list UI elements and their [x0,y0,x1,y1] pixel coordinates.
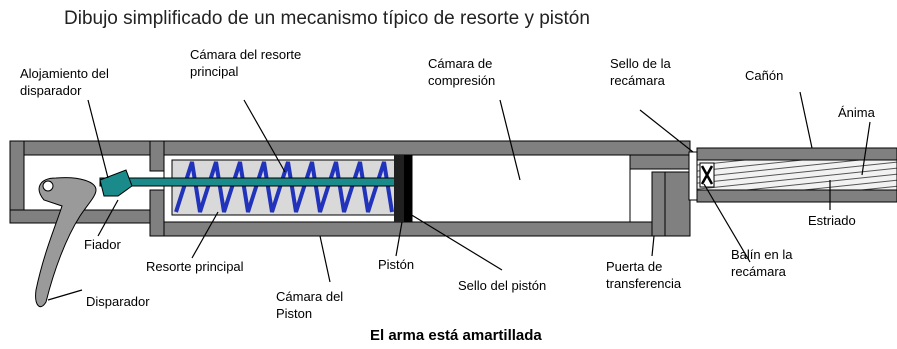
label-pellet-in-chamber: Balín en la recámara [731,247,793,279]
label-piston-seal: Sello del pistón [458,278,547,293]
status-caption: El arma está amartillada [370,327,542,344]
piston-head [394,155,404,222]
barrel [696,147,897,203]
label-mainspring-chamber: Cámara del resorte principal [190,47,302,79]
label-breech-seal: Sello de la recámara [610,56,671,88]
trigger [35,177,97,308]
pellet [699,162,715,188]
label-sear: Fiador [84,237,121,252]
receiver-housing [9,140,691,237]
piston-seal [404,155,412,222]
sear-rod [99,177,401,187]
compression-chamber [411,154,631,223]
label-barrel: Cañón [745,68,784,83]
label-trigger-housing: Alojamiento del disparador [20,66,109,98]
label-mainspring: Resorte principal [146,259,244,274]
label-piston: Pistón [378,257,415,272]
sear [99,169,133,197]
label-transfer-port: Puerta de transferencia [606,259,682,291]
diagram-title: Dibujo simplificado de un mecanismo típi… [64,8,590,29]
breech-seal [688,151,698,201]
label-bore: Ánima [838,105,875,120]
main-spring [174,161,394,213]
label-rifling: Estriado [808,213,856,228]
label-compression-chamber: Cámara de compresión [428,56,496,88]
label-trigger: Disparador [86,294,150,309]
leader-lines [47,91,871,301]
label-piston-chamber: Cámara del Piston [276,289,344,321]
